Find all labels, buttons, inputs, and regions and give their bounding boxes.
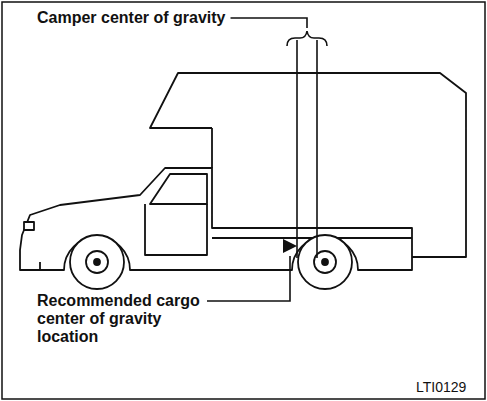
- cab-door: [145, 204, 207, 255]
- front-hub-center: [94, 259, 100, 265]
- front-tire: [70, 235, 124, 289]
- leader-line: [207, 256, 290, 301]
- brace: [287, 31, 327, 46]
- rear-hub-center: [322, 259, 328, 265]
- cab-window: [150, 174, 207, 204]
- front-hub: [86, 251, 108, 273]
- figure-code: LTI0129: [416, 378, 466, 396]
- bumper-line: [39, 262, 41, 270]
- camper-front-wall: [211, 128, 213, 168]
- cg-band-line: [296, 40, 298, 258]
- cargo-cg-arrow: [283, 239, 297, 253]
- cg-band-line: [316, 40, 318, 258]
- callout-label: Recommended cargo center of gravity loca…: [37, 292, 202, 346]
- rear-tire: [298, 235, 352, 289]
- leader-line: [231, 18, 307, 28]
- callout-label: Camper center of gravity: [37, 9, 226, 27]
- headlight: [24, 222, 34, 230]
